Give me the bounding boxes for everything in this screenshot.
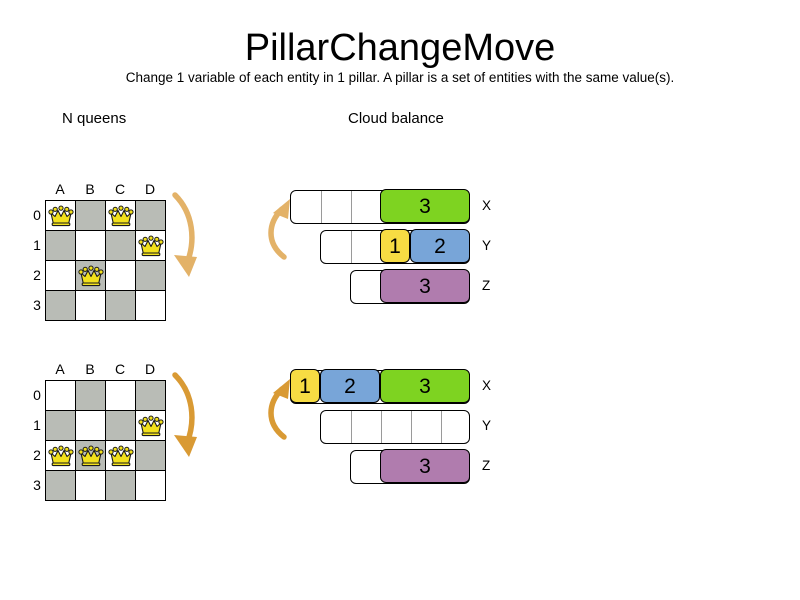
chess-cell-a0[interactable]: [46, 381, 76, 411]
process-block-3[interactable]: 3: [380, 189, 470, 223]
computer-label-z: Z: [482, 278, 491, 293]
queen-icon[interactable]: [108, 445, 134, 467]
computer-label-z: Z: [482, 458, 491, 473]
capacity-cell-divider: [321, 191, 322, 223]
chess-cell-a3[interactable]: [46, 291, 76, 321]
capacity-cell-divider: [441, 411, 442, 443]
chess-cell-c2[interactable]: [106, 261, 136, 291]
board-column-labels: A B C D: [45, 180, 165, 200]
section-header-cloud-balance: Cloud balance: [348, 110, 444, 127]
computer-label-x: X: [482, 198, 492, 213]
chess-cell-c0[interactable]: [106, 201, 136, 231]
chess-cell-a3[interactable]: [46, 471, 76, 501]
capacity-cell-divider: [351, 411, 352, 443]
column-label-a: A: [55, 361, 65, 377]
process-block-2[interactable]: 2: [410, 229, 470, 263]
chess-cell-b1[interactable]: [76, 231, 106, 261]
column-label-d: D: [144, 361, 156, 377]
queen-icon[interactable]: [108, 205, 134, 227]
chess-cell-d3[interactable]: [136, 471, 166, 501]
chess-cell-c0[interactable]: [106, 381, 136, 411]
board-row-labels: 0 1 2 3: [30, 200, 44, 320]
chess-grid: [45, 200, 166, 321]
queen-icon[interactable]: [138, 235, 164, 257]
capacity-cell-divider: [411, 411, 412, 443]
row-label-2: 2: [33, 447, 41, 463]
process-block-1[interactable]: 1: [380, 229, 410, 263]
computer-label-y: Y: [482, 238, 492, 253]
page-title: PillarChangeMove: [244, 27, 556, 69]
chess-cell-a2[interactable]: [46, 261, 76, 291]
chess-cell-b3[interactable]: [76, 291, 106, 321]
cloud-transition-arrow-bottom-icon: [264, 375, 300, 450]
board-column-labels: A B C D: [45, 360, 165, 380]
process-block-3[interactable]: 3: [380, 369, 470, 403]
chess-cell-c2[interactable]: [106, 441, 136, 471]
row-label-3: 3: [33, 297, 41, 313]
column-label-d: D: [144, 181, 156, 197]
nqueens-transition-arrow-top-icon: [163, 185, 203, 285]
process-block-2[interactable]: 2: [320, 369, 380, 403]
cloud-transition-arrow-top-icon: [264, 195, 300, 270]
row-label-3: 3: [33, 477, 41, 493]
chess-cell-d0[interactable]: [136, 201, 166, 231]
chess-cell-b1[interactable]: [76, 411, 106, 441]
chess-cell-d0[interactable]: [136, 381, 166, 411]
section-header-nqueens: N queens: [62, 110, 127, 127]
chess-cell-a0[interactable]: [46, 201, 76, 231]
queen-icon[interactable]: [78, 265, 104, 287]
computer-label-y: Y: [482, 418, 492, 433]
chess-cell-d1[interactable]: [136, 411, 166, 441]
chess-cell-a1[interactable]: [46, 411, 76, 441]
capacity-cell-divider: [351, 231, 352, 263]
page-subtitle: Change 1 variable of each entity in 1 pi…: [125, 70, 675, 85]
chess-cell-b0[interactable]: [76, 381, 106, 411]
chess-cell-b2[interactable]: [76, 261, 106, 291]
row-label-0: 0: [33, 207, 41, 223]
capacity-cell-divider: [351, 191, 352, 223]
chess-cell-a2[interactable]: [46, 441, 76, 471]
chess-cell-c3[interactable]: [106, 471, 136, 501]
computer-capacity-bar[interactable]: [320, 410, 470, 444]
process-block-1[interactable]: 1: [290, 369, 320, 403]
chess-cell-c1[interactable]: [106, 231, 136, 261]
nqueens-transition-arrow-bottom-icon: [163, 365, 203, 465]
column-label-a: A: [55, 181, 65, 197]
column-label-b: B: [85, 361, 95, 377]
board-row-labels: 0 1 2 3: [30, 380, 44, 500]
chess-cell-c1[interactable]: [106, 411, 136, 441]
row-label-0: 0: [33, 387, 41, 403]
chess-cell-d1[interactable]: [136, 231, 166, 261]
chess-grid: [45, 380, 166, 501]
queen-icon[interactable]: [78, 445, 104, 467]
column-label-c: C: [114, 361, 126, 377]
chess-cell-d2[interactable]: [136, 441, 166, 471]
chess-cell-b2[interactable]: [76, 441, 106, 471]
row-label-2: 2: [33, 267, 41, 283]
queen-icon[interactable]: [138, 415, 164, 437]
chess-cell-b3[interactable]: [76, 471, 106, 501]
queen-icon[interactable]: [48, 445, 74, 467]
column-label-c: C: [114, 181, 126, 197]
queen-icon[interactable]: [48, 205, 74, 227]
row-label-1: 1: [33, 417, 41, 433]
row-label-1: 1: [33, 237, 41, 253]
chess-cell-d2[interactable]: [136, 261, 166, 291]
chess-cell-c3[interactable]: [106, 291, 136, 321]
column-label-b: B: [85, 181, 95, 197]
process-block-3[interactable]: 3: [380, 269, 470, 303]
capacity-cell-divider: [381, 411, 382, 443]
chess-cell-b0[interactable]: [76, 201, 106, 231]
chess-cell-d3[interactable]: [136, 291, 166, 321]
chess-cell-a1[interactable]: [46, 231, 76, 261]
computer-label-x: X: [482, 378, 492, 393]
process-block-3[interactable]: 3: [380, 449, 470, 483]
